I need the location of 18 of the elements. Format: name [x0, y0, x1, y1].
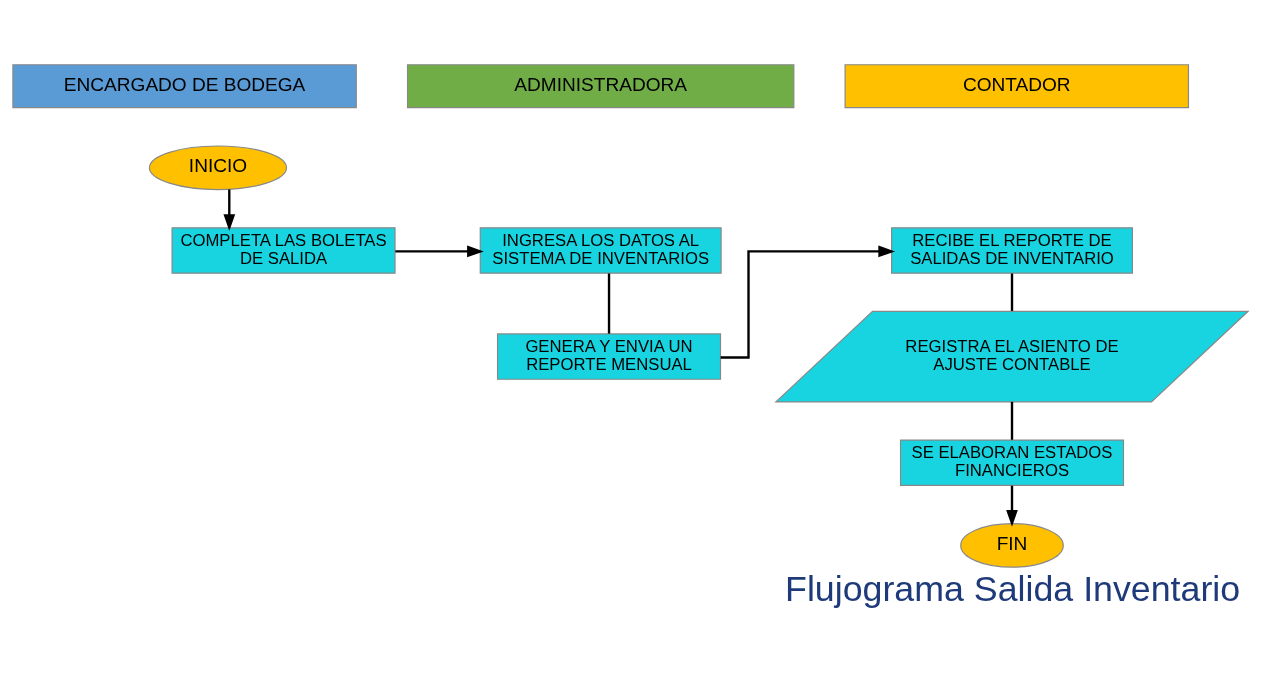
- node-ellipse: FIN: [960, 522, 1064, 568]
- node-box: COMPLETA LAS BOLETAS DE SALIDA: [171, 226, 396, 274]
- connector: [607, 273, 611, 334]
- node-box: GENERA Y ENVIA UN REPORTE MENSUAL: [496, 332, 722, 380]
- arrow: [720, 245, 896, 359]
- arrow: [395, 245, 484, 257]
- arrow: [223, 189, 236, 231]
- node-box: RECIBE EL REPORTE DE SALIDAS DE INVENTARIO: [891, 226, 1133, 274]
- arrow: [1006, 485, 1018, 527]
- diagram-title: Flujograma Salida Inventario: [785, 568, 1241, 609]
- node-box: ENCARGADO DE BODEGA: [12, 63, 357, 108]
- connector: [1010, 273, 1014, 311]
- node-box: ADMINISTRADORA: [406, 63, 795, 108]
- node-box: INGRESA LOS DATOS AL SISTEMA DE INVENTARIOS: [479, 226, 722, 274]
- node-box: SE ELABORAN ESTADOS FINANCIEROS: [899, 438, 1125, 486]
- node-ellipse: INICIO: [148, 144, 288, 190]
- connector: [1010, 401, 1014, 440]
- node-box: CONTADOR: [844, 63, 1190, 108]
